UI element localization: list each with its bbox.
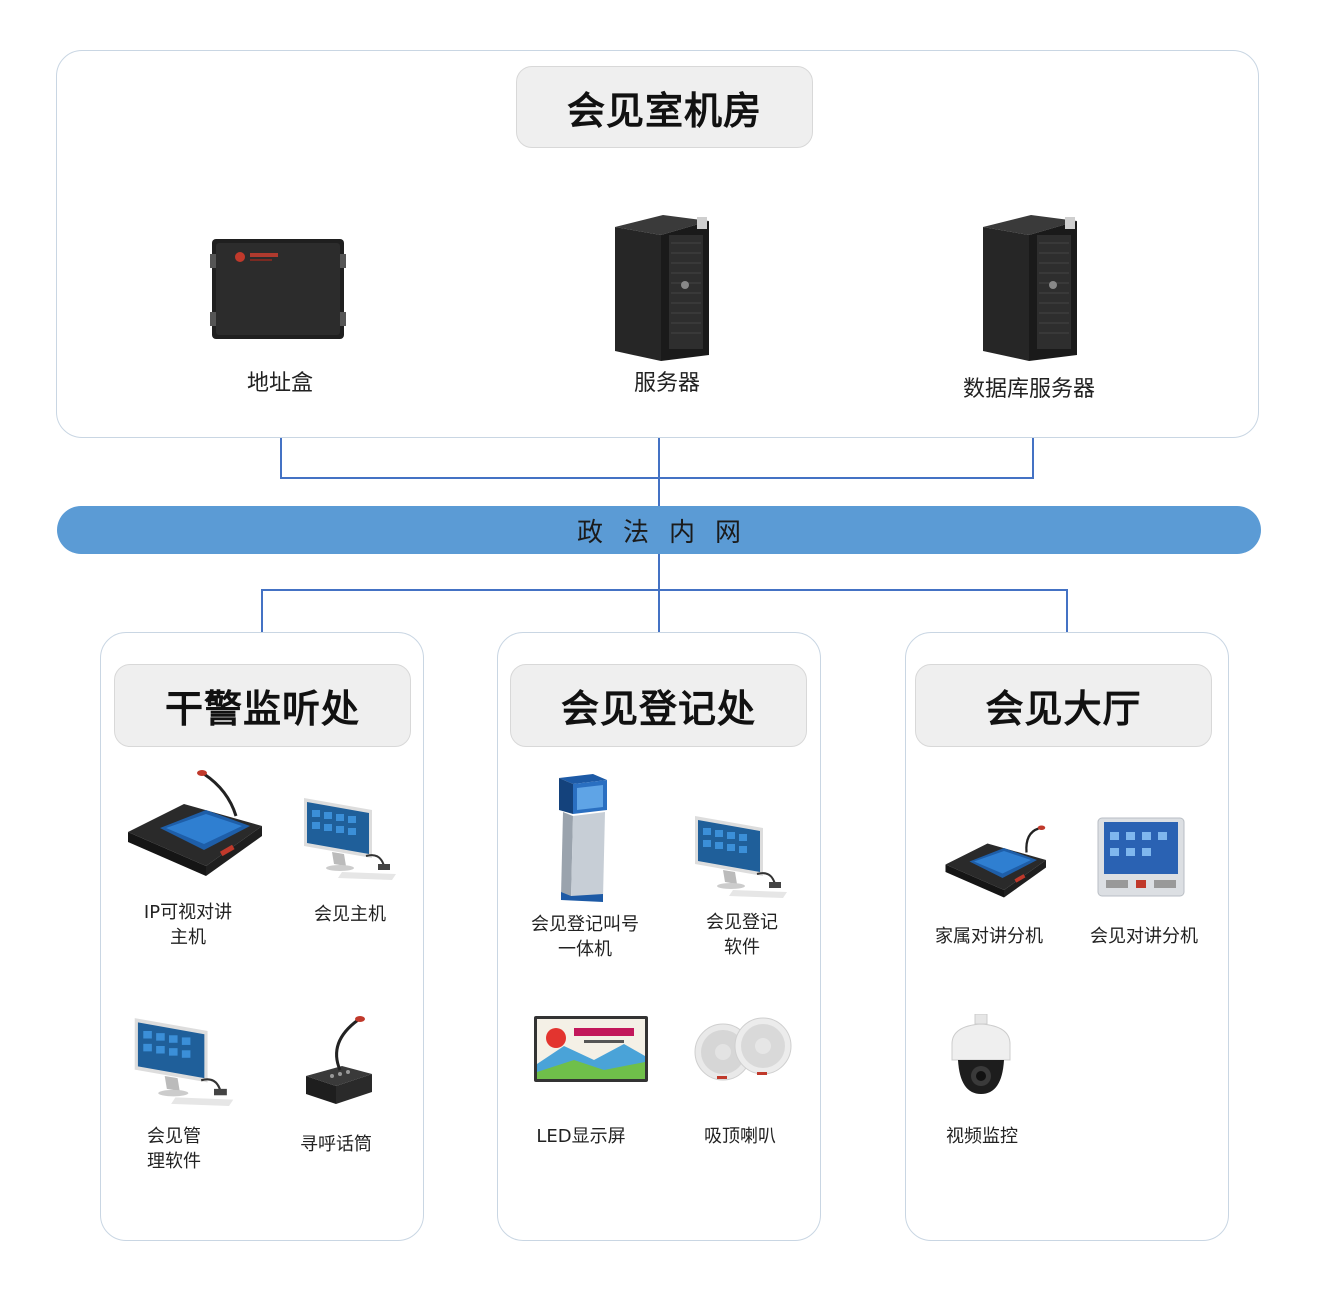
device-label: 会见登记 软件 [706,912,778,958]
desktop-computer-icon [304,798,396,880]
device-label: 吸顶喇叭 [704,1126,776,1147]
network-bar: 政法内网 [57,506,1261,554]
server-tower-icon [983,215,1077,361]
device-label: 家属对讲分机 [935,926,1043,947]
section-title: 会见登记处 [510,664,807,747]
dome-camera-icon [951,1014,1011,1094]
device-label: IP可视对讲 主机 [143,902,233,948]
device-label: LED显示屏 [536,1126,626,1147]
device-label: 地址盒 [246,371,313,396]
device-label: 会见主机 [314,904,386,925]
server-room-title: 会见室机房 [516,66,813,148]
paging-microphone-icon [306,1016,372,1104]
ceiling-speaker-icon [694,1017,792,1081]
intercom-console-icon [128,770,262,876]
desktop-computer-icon [695,816,787,898]
section-title: 干警监听处 [114,664,411,747]
address-box-icon [210,239,346,339]
link-left-section [261,589,1068,632]
intercom-panel-icon [1097,817,1185,897]
desktop-computer-icon [134,1018,234,1106]
device-label: 服务器 [633,371,700,396]
device-label: 数据库服务器 [962,377,1095,402]
section-title: 会见大厅 [915,664,1212,747]
device-label: 会见管 理软件 [147,1126,201,1172]
kiosk-icon [559,774,607,902]
server-tower-icon [615,215,709,361]
device-label: 视频监控 [946,1126,1018,1147]
device-label: 会见登记叫号 一体机 [531,914,639,960]
device-label: 会见对讲分机 [1090,926,1198,947]
led-display-icon [534,1016,648,1082]
intercom-console-icon [945,825,1046,898]
device-label: 寻呼话筒 [300,1134,372,1155]
